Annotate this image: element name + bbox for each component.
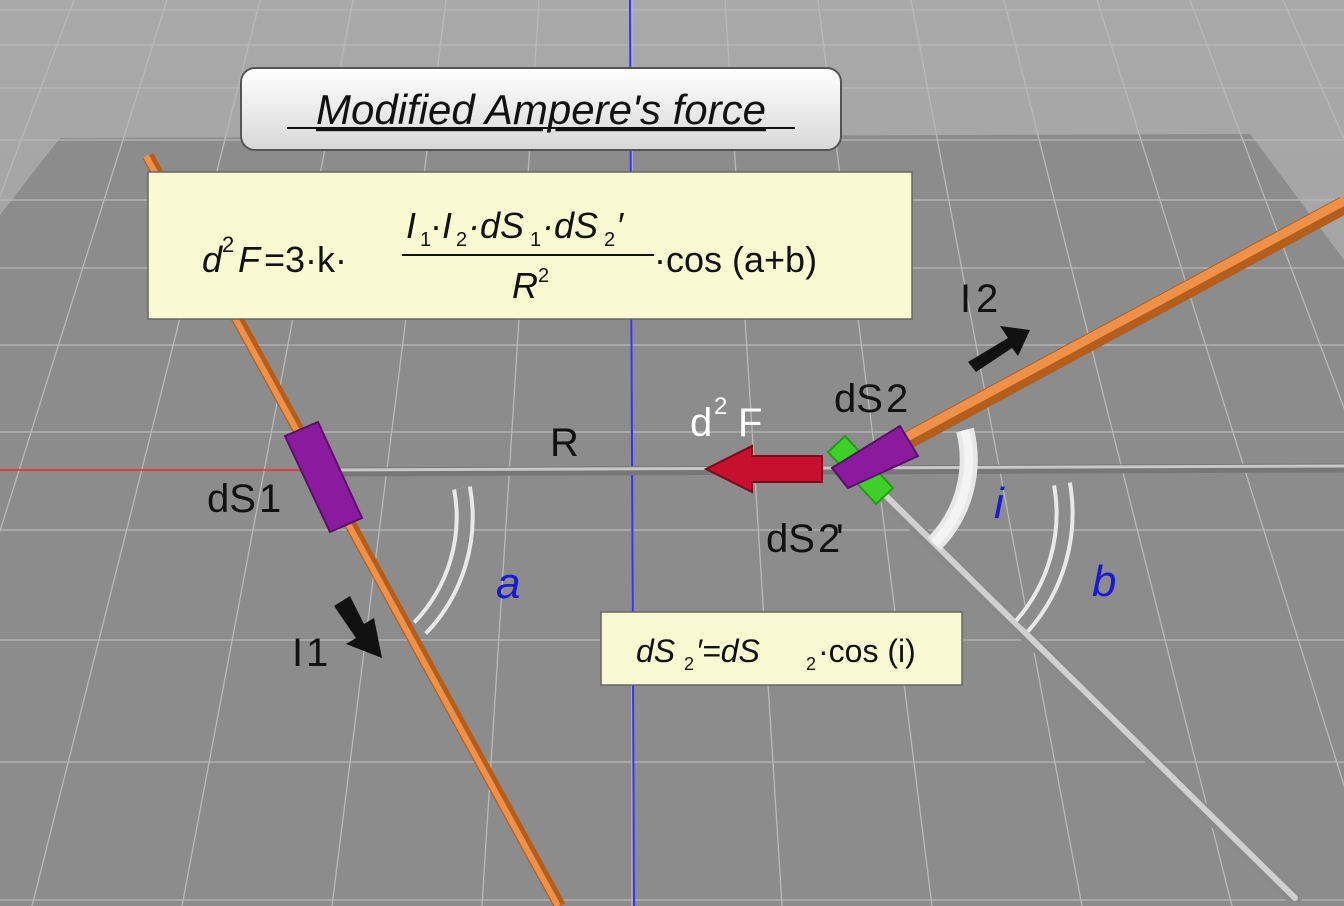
label-i1-sub: 1: [306, 631, 328, 675]
label-i2-sub: 2: [976, 277, 998, 321]
label-ds2p-sub: 2: [818, 517, 840, 561]
small-formula-lhs-sub: 2: [684, 654, 694, 674]
label-i2: I: [960, 277, 971, 321]
title-box: Modified Ampere's force: [240, 67, 842, 151]
wire-2: [885, 197, 1344, 458]
small-formula-rhs-sub: 2: [806, 654, 816, 674]
label-ds2p: dS: [766, 517, 815, 561]
label-ds2p-prime: ': [836, 517, 844, 561]
label-angle-b: b: [1092, 557, 1116, 606]
formula-lhs-exp: 2: [222, 232, 234, 257]
label-force-exp: 2: [714, 393, 727, 420]
small-formula-box: dS 2 ′=dS 2 ·cos (i): [600, 611, 963, 686]
diagram-labels: dS 1 R d 2 F dS 2 dS 2 ' I 2 I 1 a i b: [207, 277, 1116, 675]
formula-den-exp: 2: [538, 265, 549, 287]
angle-arc-a: [412, 486, 475, 635]
small-formula-rhs-rest: ·cos (i): [818, 633, 916, 669]
formula-num-ds1-sub: 1: [530, 229, 541, 251]
formula-tail: ·cos (a+b): [654, 239, 817, 280]
formula-num-dot1: ·: [430, 205, 442, 246]
title-text: Modified Ampere's force: [316, 86, 766, 133]
formula-num-ds1: ·dS: [468, 205, 524, 246]
small-formula-lhs: dS: [636, 633, 675, 669]
formula-num-i2-sub: 2: [456, 229, 467, 251]
formula-num-prime: ′: [618, 205, 625, 246]
formula-num-i2: I: [442, 205, 452, 246]
label-i1: I: [292, 631, 303, 675]
label-angle-a: a: [496, 559, 520, 608]
label-ds2-sub: 2: [886, 377, 908, 421]
label-force-d: d: [690, 401, 712, 445]
label-r: R: [550, 421, 579, 465]
main-formula-box: d 2 F =3·k· I 1 · I 2 ·dS 1 ·dS 2 ′ R 2 …: [147, 171, 913, 320]
label-ds2: dS: [834, 377, 883, 421]
formula-num-ds2: ·dS: [542, 205, 598, 246]
small-formula-lhs-rest: ′=dS: [696, 633, 760, 669]
current-arrow-i2: [968, 326, 1030, 372]
label-force-f: F: [738, 401, 762, 445]
label-angle-i: i: [994, 479, 1005, 528]
force-arrow: [703, 444, 823, 494]
formula-num-i1: I: [406, 205, 416, 246]
current-arrow-i1: [334, 596, 382, 658]
label-ds1: dS: [207, 477, 256, 521]
segment-ds2: [830, 424, 920, 490]
label-ds1-sub: 1: [259, 477, 281, 521]
segment-ds1: [283, 420, 364, 534]
projection-line: [871, 483, 1302, 906]
formula-den-r: R: [512, 265, 538, 306]
formula-num-ds2-sub: 2: [604, 229, 615, 251]
formula-lhs-d: d: [202, 239, 223, 280]
formula-num-i1-sub: 1: [420, 229, 431, 251]
angle-arc-b: [1014, 482, 1075, 633]
formula-lhs-f: F: [238, 239, 262, 280]
formula-equals: =3·k·: [264, 239, 347, 280]
angle-arc-i: [927, 427, 978, 551]
